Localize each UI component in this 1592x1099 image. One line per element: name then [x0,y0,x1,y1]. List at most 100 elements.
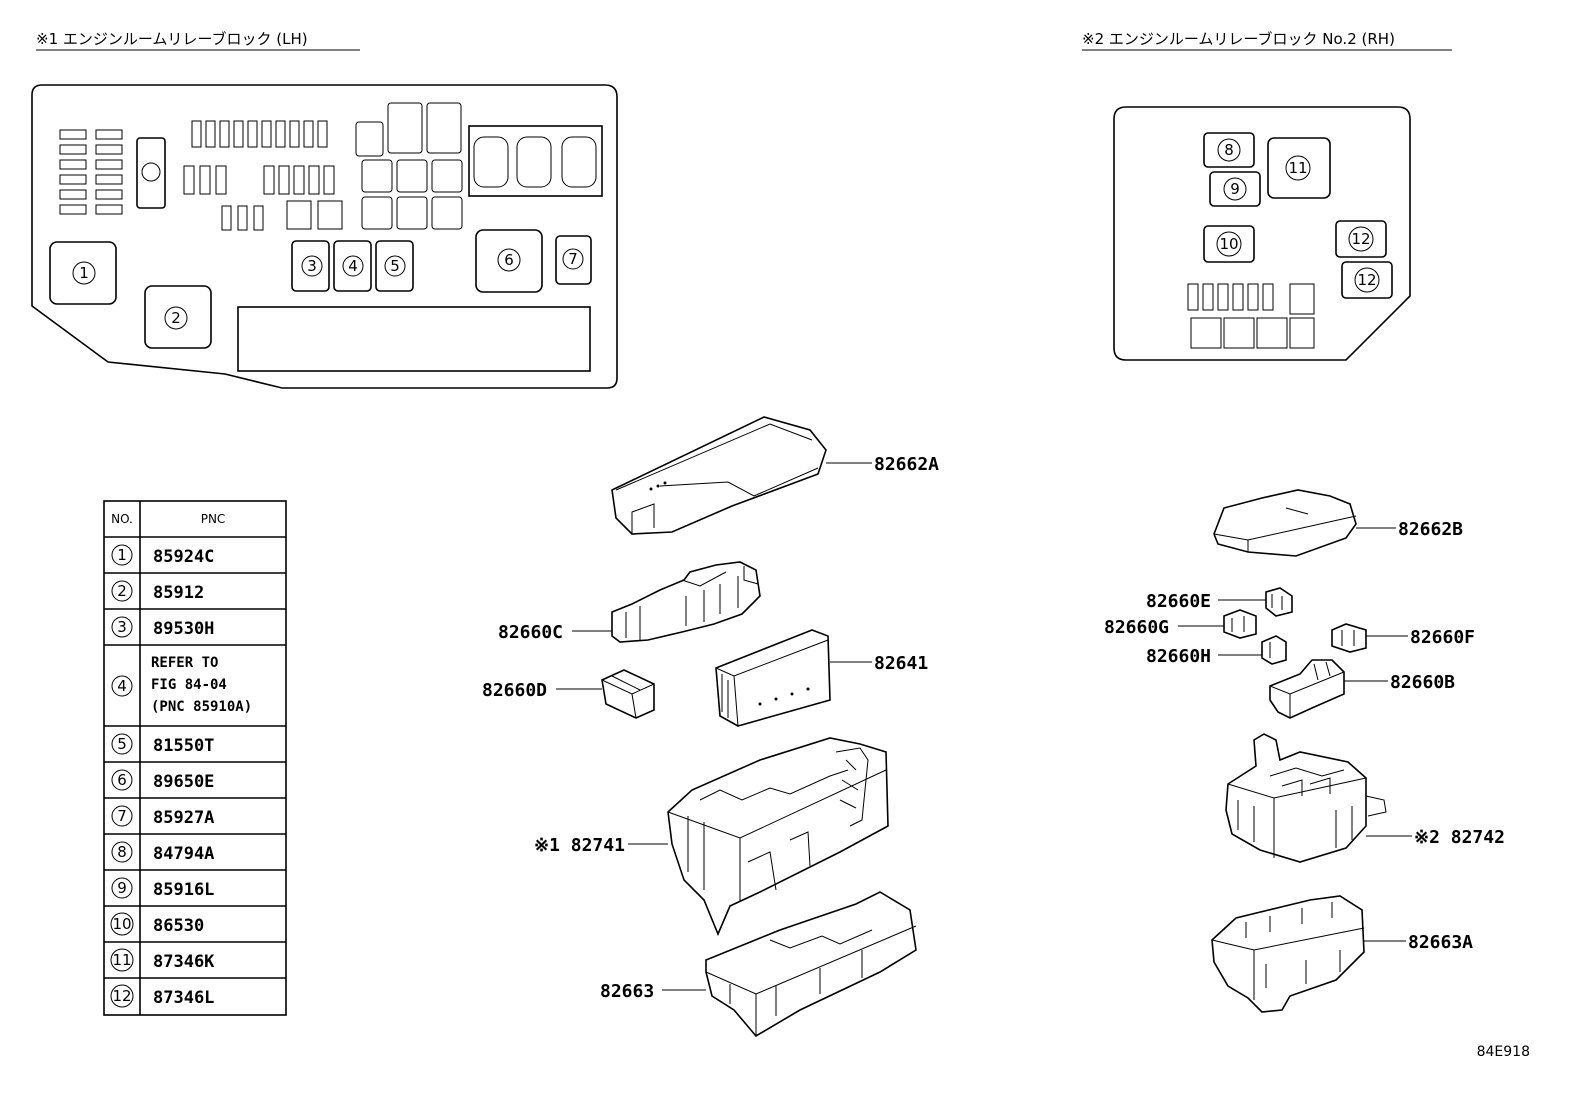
part-82660C-block [611,561,761,643]
lh-position-2-cell [144,285,212,349]
lh-mini-fuse-ladder [59,129,123,215]
svg-text:11: 11 [112,951,131,969]
svg-text:12: 12 [112,987,131,1005]
rh-relay-cells [1190,317,1315,349]
svg-text:8: 8 [117,843,127,861]
svg-text:85927A: 85927A [153,808,214,828]
part-82660B-block [1269,659,1345,719]
svg-text:10: 10 [112,915,131,933]
part-82660D-small-block [601,669,655,719]
svg-text:89650E: 89650E [153,772,214,792]
rh-position-10-cell [1203,225,1255,263]
pnc-table: NO. PNC 1 85924C 2 85912 3 89530H 4 REFE… [103,500,287,1016]
lh-round-terminal-housing [136,137,166,209]
lh-position-6-cell [475,229,543,293]
lh-position-7-label: 7 [568,250,578,268]
table-row: 1 85924C [111,544,214,567]
figure-code: 84E918 [1477,1044,1530,1060]
part-82663A-lower-cover [1211,895,1365,1013]
lh-position-1-cell [49,241,117,305]
rh-relay-block-layout: 8 9 10 11 12 12 [1113,106,1411,361]
lh-position-1-label: 1 [79,264,89,282]
lh-block-title: ※1 エンジンルームリレーブロック (LH) [36,30,308,48]
part-82641-fuse-block [715,629,831,727]
svg-text:3: 3 [117,618,127,636]
part-82742-relay-block [1225,733,1387,863]
svg-text:REFER TO: REFER TO [151,655,218,671]
svg-text:87346K: 87346K [153,952,215,972]
part-82741-relay-block [667,737,889,937]
table-row: 9 85916L [111,877,214,900]
svg-text:81550T: 81550T [153,736,214,756]
lh-large-connector-area [237,306,591,372]
table-row: 10 86530 [110,912,204,936]
callout-82662B: 82662B [1398,519,1463,540]
part-82663-lower-cover [705,891,917,1038]
svg-text:9: 9 [117,879,127,897]
lh-position-5-cell [375,240,414,292]
part-82660E-relay [1265,587,1293,617]
part-82660G-relay [1223,609,1257,639]
svg-text:4: 4 [117,677,127,695]
rh-block-title: ※2 エンジンルームリレーブロック No.2 (RH) [1082,30,1395,48]
rh-position-11-label: 11 [1288,159,1307,177]
svg-text:FIG 84-04: FIG 84-04 [151,677,227,693]
table-row: 2 85912 [111,580,204,603]
rh-fuse-row [1187,283,1315,315]
callout-82662A: 82662A [874,454,939,475]
lh-fuse-row-middle [183,165,335,195]
lh-position-3-cell [291,240,330,292]
table-row: 6 89650E [111,769,214,792]
rh-position-12b-cell [1341,261,1393,299]
table-row: 5 81550T [111,733,214,756]
callout-82660D: 82660D [482,680,547,701]
part-82662B-cover [1213,489,1357,557]
lh-position-3-label: 3 [307,257,317,275]
part-82660H-relay [1261,635,1287,665]
table-row: 3 89530H [111,616,214,639]
svg-text:2: 2 [117,582,127,600]
callout-82741: ※1 82741 [534,835,625,856]
lh-relay-cells [355,102,463,230]
svg-text:85912: 85912 [153,583,204,603]
callout-82660E: 82660E [1146,591,1211,612]
lh-fuse-row-bottom [221,200,343,231]
callout-82742: ※2 82742 [1414,827,1505,848]
table-header-no: NO. [111,512,133,526]
part-82660F-relay [1331,623,1367,653]
lh-large-fuse-holder [468,125,603,197]
callout-82660C: 82660C [498,622,563,643]
svg-text:7: 7 [117,807,127,825]
lh-position-2-label: 2 [171,309,181,327]
lh-position-4-label: 4 [348,257,358,275]
lh-position-7-cell [555,235,592,285]
svg-text:85916L: 85916L [153,880,214,900]
lh-position-4-cell [333,240,372,292]
lh-position-6-label: 6 [504,251,514,269]
callout-82660B: 82660B [1390,672,1455,693]
svg-text:87346L: 87346L [153,988,214,1008]
callout-82663A: 82663A [1408,932,1473,953]
rh-position-9-cell [1209,171,1261,207]
lh-fuse-row-top [191,120,328,148]
svg-text:85924C: 85924C [153,547,214,567]
rh-position-10-label: 10 [1219,235,1238,253]
rh-position-12a-label: 12 [1351,230,1370,248]
rh-position-8-label: 8 [1224,141,1234,159]
rh-position-9-label: 9 [1230,180,1240,198]
rh-position-11-cell [1267,137,1331,199]
lh-relay-block-layout: 1 2 3 4 5 6 7 [31,84,618,389]
lh-position-5-label: 5 [390,257,400,275]
table-header-pnc: PNC [201,512,226,526]
lh-round-terminal [141,162,161,182]
part-82662A-cover [611,416,827,535]
svg-text:(PNC 85910A): (PNC 85910A) [151,699,252,715]
callout-82660H: 82660H [1146,646,1211,667]
rh-position-12b-label: 12 [1357,271,1376,289]
rh-position-8-cell [1203,132,1255,168]
table-row: 8 84794A [111,841,214,864]
callout-82660G: 82660G [1104,617,1169,638]
svg-text:5: 5 [117,735,127,753]
table-row: 7 85927A [111,805,214,828]
